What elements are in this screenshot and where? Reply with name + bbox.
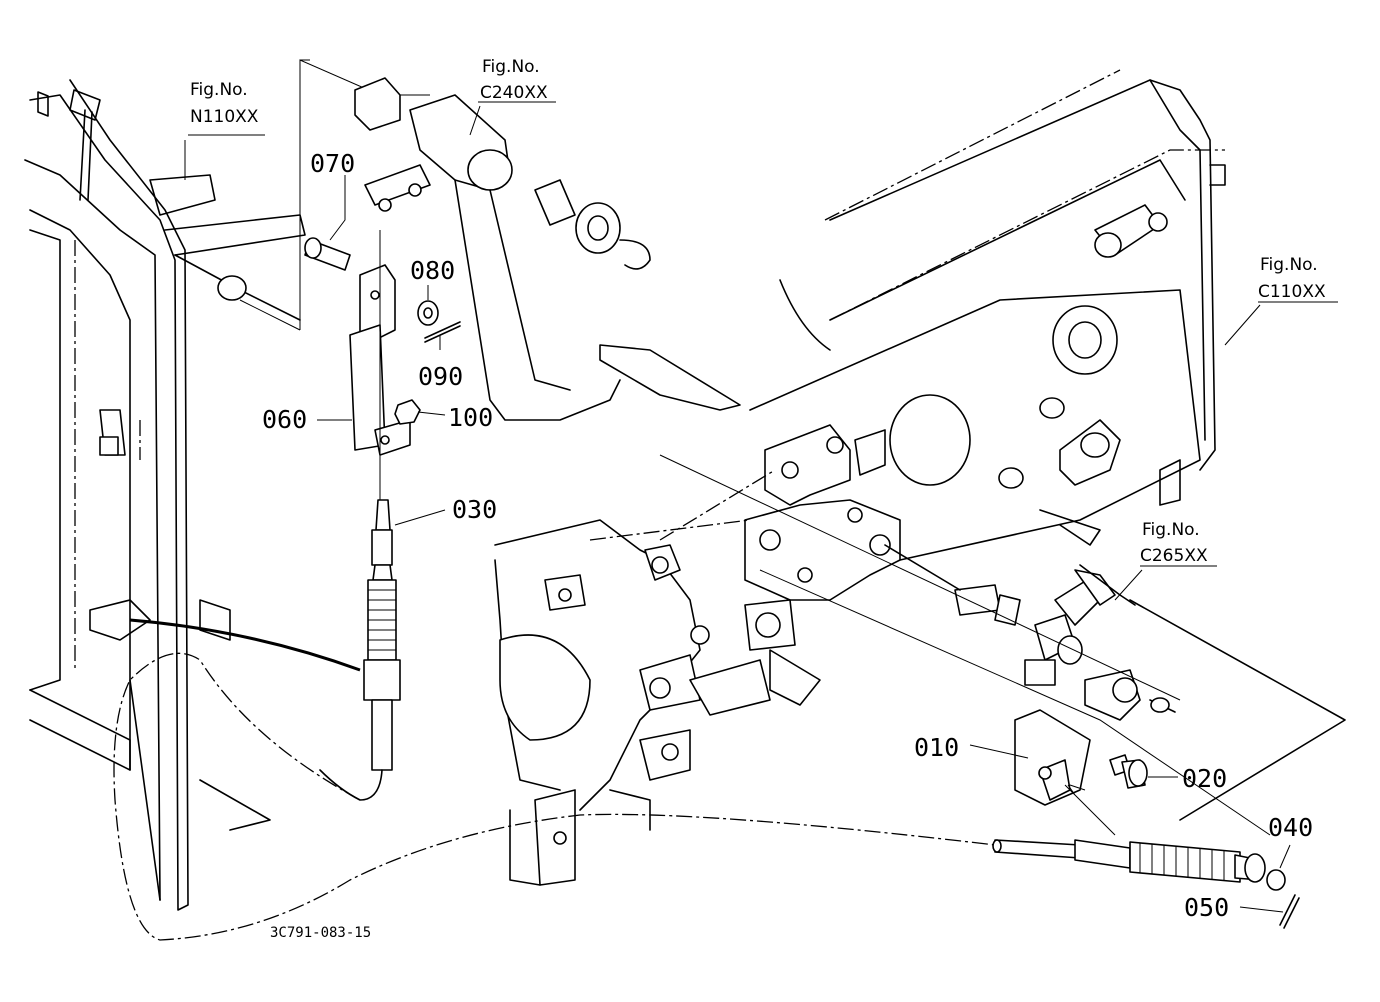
cable-end [992, 839, 1300, 929]
fig-ref-c265xx: Fig.No. C265XX [1140, 520, 1208, 566]
leader-lines [184, 101, 1338, 913]
fig-ref-code: C110XX [1258, 282, 1326, 302]
fig-ref-n110xx: Fig.No. N110XX [190, 80, 259, 127]
part-label-020: 020 [1182, 764, 1227, 793]
part-label-010: 010 [914, 733, 959, 762]
left-frame [24, 79, 306, 911]
leader-bracket-070 [239, 59, 430, 331]
leader-outline [659, 454, 1271, 836]
part-label-070: 070 [310, 149, 355, 178]
part-label-080: 080 [410, 256, 455, 285]
cable-030 [113, 499, 996, 941]
fig-ref-label: Fig.No. [1142, 520, 1200, 540]
part-label-030: 030 [452, 495, 497, 524]
transmission-case [749, 69, 1226, 561]
fig-ref-c240xx: Fig.No. C240XX [480, 57, 548, 103]
pedal-assembly [354, 77, 741, 421]
fig-ref-label: Fig.No. [1260, 255, 1318, 275]
fig-ref-label: Fig.No. [190, 80, 248, 100]
fig-ref-code: N110XX [190, 107, 259, 127]
fig-ref-code: C265XX [1140, 546, 1208, 566]
linkage-assembly [884, 544, 1346, 821]
part-label-100: 100 [448, 403, 493, 432]
fig-ref-c110xx: Fig.No. C110XX [1258, 255, 1326, 302]
pin-070-head [304, 237, 322, 259]
cotter-pin-090 [424, 321, 461, 343]
central-housing [494, 424, 901, 886]
bracket-060 [349, 264, 411, 456]
fig-ref-code: C240XX [480, 83, 548, 103]
part-label-040: 040 [1268, 813, 1313, 842]
drawing-code: 3C791-083-15 [270, 925, 371, 941]
plate-010 [1014, 709, 1091, 806]
part-label-090: 090 [418, 362, 463, 391]
nut-100 [394, 399, 421, 425]
part-label-050: 050 [1184, 893, 1229, 922]
part-label-060: 060 [262, 405, 307, 434]
fig-ref-label: Fig.No. [482, 57, 540, 77]
